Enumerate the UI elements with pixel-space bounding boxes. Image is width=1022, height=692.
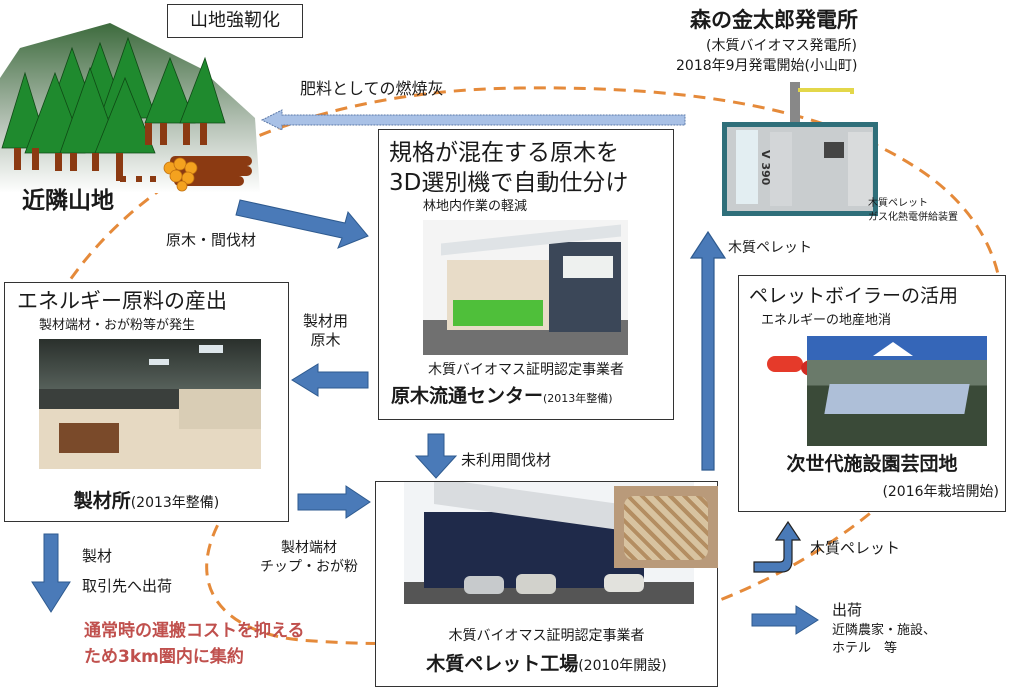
log-pile-icon	[163, 156, 252, 192]
logs-thinning-label: 原木・間伐材	[166, 231, 257, 249]
lumber-logs-label: 製材用 原木	[303, 312, 349, 350]
mountain-resilience-label-box: 山地強靭化	[167, 4, 303, 38]
greenhouse-headline: ペレットボイラーの活用	[749, 285, 959, 307]
lumber-logs-label-line2: 原木	[310, 331, 341, 350]
offcuts-label-line1: 製材端材	[281, 540, 337, 556]
sawmill-box: エネルギー原料の産出 製材端材・おが粉等が発生 製材所(2013年整備)	[4, 282, 289, 522]
arrow-pellet-to-shipping	[751, 605, 819, 635]
greenhouse-name: 次世代施設園芸団地	[786, 453, 958, 475]
greenhouse-box: ペレットボイラーの活用 エネルギーの地産地消 次世代施設園芸団地 (2016年栽…	[738, 275, 1006, 512]
unused-thinning-label: 未利用間伐材	[461, 451, 552, 469]
device-label-line2: ガス化熱電併給装置	[868, 212, 958, 223]
log-center-name-row: 原木流通センター(2013年整備)	[391, 385, 613, 408]
log-center-cert: 木質バイオマス証明認定事業者	[428, 362, 624, 378]
wood-pellets-photo	[614, 486, 718, 568]
arrow-sawmill-down	[31, 533, 71, 613]
offcuts-label: 製材端材 チップ・おが粉	[260, 540, 358, 575]
power-plant-title: 森の金太郎発電所	[690, 8, 858, 32]
log-center-headline-line2: 3D選別機で自動仕分け	[389, 170, 629, 196]
pellet-factory-name: 木質ペレット工場	[426, 653, 579, 675]
transport-note-line2: ため3km圏内に集約	[84, 647, 244, 667]
arrow-center-to-pellet	[414, 433, 458, 479]
ash-arrow	[260, 109, 686, 131]
mountain-resilience-label: 山地強靭化	[190, 10, 280, 31]
greenhouse-sub: エネルギーの地産地消	[761, 313, 892, 328]
transport-note-line1: 通常時の運搬コストを抑える	[84, 621, 305, 641]
mountain-forest-illustration	[0, 23, 260, 193]
pellet-factory-name-row: 木質ペレット工場(2010年開設)	[376, 653, 717, 676]
trees-icon	[1, 36, 226, 182]
greenhouse-year: (2016年栽培開始)	[882, 484, 999, 500]
pellet-factory-box: 木質バイオマス証明認定事業者 木質ペレット工場(2010年開設)	[375, 481, 718, 687]
arrow-sawmill-to-pellet	[297, 485, 371, 519]
ship-clients-label: 取引先へ出荷	[82, 577, 173, 595]
arrow-pellet-to-plant	[689, 230, 727, 471]
arrow-center-to-sawmill	[291, 363, 369, 397]
sawmill-year: (2013年整備)	[130, 495, 220, 511]
pellet-up-label: 木質ペレット	[728, 240, 812, 256]
lumber-logs-label-line1: 製材用	[303, 312, 349, 330]
ship-destination-line1: 近隣農家・施設、	[832, 623, 937, 638]
greenhouse-complex-photo	[807, 336, 987, 446]
pellet-factory-cert: 木質バイオマス証明認定事業者	[448, 628, 645, 644]
log-center-photo	[423, 220, 628, 355]
ship-destination-line2: ホテル 等	[832, 641, 898, 656]
gasification-unit-photo: V 390	[720, 82, 880, 222]
arrow-mountain-to-center	[235, 199, 369, 249]
log-center-headline-line1: 規格が混在する原木を	[389, 140, 619, 166]
power-plant-start: 2018年9月発電開始(小山町)	[676, 58, 858, 74]
log-center-sub: 林地内作業の軽減	[423, 199, 528, 214]
pellet-to-greenhouse-label: 木質ペレット	[810, 539, 901, 557]
mountain-name: 近隣山地	[22, 188, 114, 214]
log-center-year: (2013年整備)	[543, 392, 613, 405]
lumber-label: 製材	[82, 547, 113, 565]
power-plant-subtitle: (木質バイオマス発電所)	[706, 38, 857, 54]
ash-flow-label: 肥料としての燃焼灰	[300, 79, 444, 98]
sawmill-photo	[39, 339, 261, 469]
offcuts-label-line2: チップ・おが粉	[260, 559, 358, 576]
arrow-pellet-to-greenhouse	[753, 520, 802, 573]
ship-label: 出荷	[832, 601, 863, 619]
log-center-box: 規格が混在する原木を 3D選別機で自動仕分け 林地内作業の軽減 木質バイオマス証…	[378, 129, 674, 420]
pellet-factory-year: (2010年開設)	[578, 658, 667, 674]
sawmill-name: 製材所	[73, 490, 131, 512]
sawmill-headline: エネルギー原料の産出	[17, 289, 227, 313]
sawmill-name-row: 製材所(2013年整備)	[5, 490, 288, 513]
log-center-name: 原木流通センター	[391, 385, 544, 407]
machine-model-label: V 390	[759, 150, 772, 186]
device-label-line1: 木質ペレット	[868, 198, 928, 209]
sawmill-sub: 製材端材・おが粉等が発生	[39, 318, 196, 333]
